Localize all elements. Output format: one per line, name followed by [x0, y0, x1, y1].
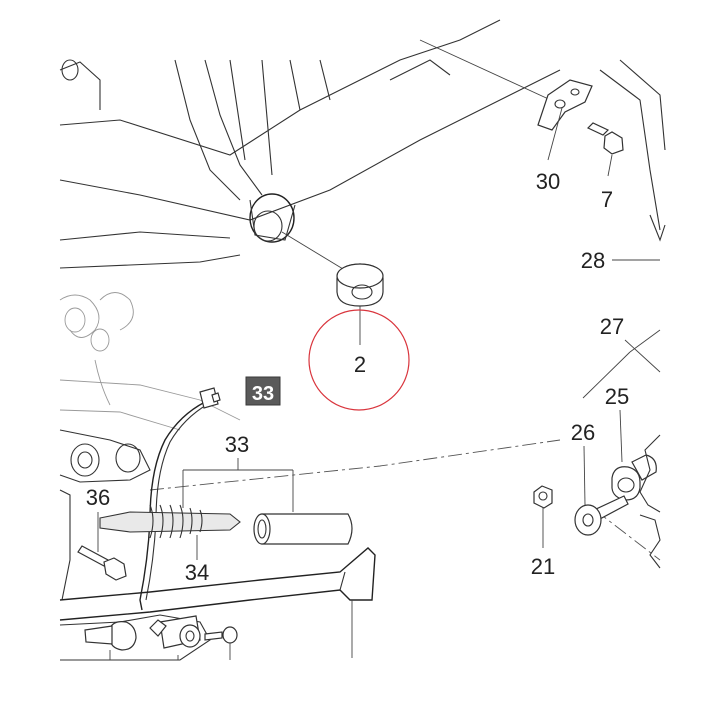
bolt-part-7	[586, 122, 624, 177]
callout-26: 26	[571, 420, 595, 445]
callout-25: 25	[605, 384, 629, 409]
leader-27	[582, 329, 661, 399]
callout-36: 36	[86, 485, 110, 510]
callout-21: 21	[531, 554, 555, 579]
bolt-part-36	[77, 512, 127, 581]
spacer-part-25	[611, 409, 657, 501]
bushing-part	[281, 231, 384, 345]
callout-numbers: 2 30 7 28 27 25 26 21 33 34 36	[86, 169, 629, 585]
frame-structure	[59, 19, 666, 269]
right-side-structure	[639, 434, 661, 569]
bracket-part-30	[419, 39, 593, 161]
tag-33-label: 33	[252, 383, 274, 405]
part-tag-33: 33	[245, 376, 281, 406]
side-stand-lever	[59, 547, 376, 658]
nut-part-21	[533, 485, 553, 548]
axis-line-right	[594, 509, 661, 561]
axis-line	[149, 439, 561, 491]
callout-34: 34	[185, 560, 209, 585]
sensor-cable	[139, 387, 221, 611]
callout-33: 33	[225, 432, 249, 457]
callout-28: 28	[581, 248, 605, 273]
lower-hardware	[59, 614, 238, 661]
callout-7: 7	[601, 187, 613, 212]
background-structure	[59, 292, 241, 431]
spring-part-34	[99, 504, 241, 560]
pivot-bolt-part-26	[574, 445, 629, 536]
callout-2: 2	[354, 352, 366, 377]
left-bracket	[59, 429, 151, 601]
tube-part-33	[253, 513, 353, 545]
leader-33	[182, 458, 294, 512]
callout-27: 27	[600, 314, 624, 339]
highlight-circle	[308, 309, 410, 411]
callout-30: 30	[536, 169, 560, 194]
